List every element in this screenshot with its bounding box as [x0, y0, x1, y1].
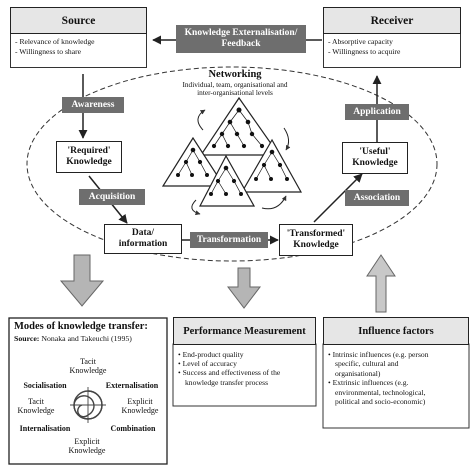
- source-item: - Willingness to share: [15, 46, 81, 56]
- source-item: - Relevance of knowledge: [15, 37, 95, 46]
- networking-subtitle: Individual, team, organisational and int…: [182, 80, 288, 98]
- seci-spiral-graphic: [70, 387, 106, 423]
- internalisation-label: Internalisation: [19, 424, 71, 433]
- networking-title: Networking: [208, 69, 262, 80]
- performance-item: • Level of accuracy: [178, 359, 237, 369]
- down-block-arrow-modes: [59, 254, 105, 307]
- modes-title: Modes of knowledge transfer:: [14, 321, 148, 332]
- influence-items: • Intrinsic influences (e.g. person spec…: [328, 350, 468, 406]
- influence-item-cont: political and socio-economic): [335, 397, 426, 407]
- performance-item: • End-product quality: [178, 350, 244, 359]
- performance-item-cont: knowledge transfer process: [185, 377, 269, 387]
- receiver-title: Receiver: [323, 7, 461, 34]
- modes-source: Source: Nonaka and Takeuchi (1995): [14, 334, 132, 343]
- acquisition-label: Acquisition: [79, 189, 145, 205]
- performance-item: • Success and effectiveness of the: [178, 368, 281, 378]
- up-block-arrow-influence: [366, 254, 396, 313]
- association-label: Association: [345, 190, 409, 206]
- influence-item-cont: specific, cultural and: [335, 359, 399, 369]
- down-block-arrow-performance: [226, 267, 262, 309]
- influence-item: • Extrinsic influences (e.g.: [328, 378, 409, 388]
- modes-box-frame: [8, 317, 168, 465]
- combination-label: Combination: [110, 424, 156, 433]
- externalisation-label: Externalisation: [105, 381, 159, 390]
- source-attributes: - Relevance of knowledge - Willingness t…: [10, 34, 147, 68]
- performance-title: Performance Measurement: [173, 317, 316, 345]
- required-knowledge-node: 'Required' Knowledge: [56, 141, 122, 173]
- influence-item-cont: organisational): [335, 368, 381, 378]
- influence-title: Influence factors: [323, 317, 469, 345]
- transformed-knowledge-node: 'Transformed' Knowledge: [279, 224, 353, 256]
- network-triangles-graphic: [161, 96, 303, 216]
- source-title: Source: [10, 7, 147, 34]
- receiver-item: - Willingness to acquire: [328, 46, 401, 56]
- influence-item: • Intrinsic influences (e.g. person: [328, 350, 429, 359]
- influence-item-cont: environmental, technological,: [335, 387, 426, 397]
- feedback-label: Knowledge Externalisation/ Feedback: [176, 25, 306, 53]
- performance-items: • End-product quality • Level of accurac…: [178, 350, 314, 387]
- association-arrow: [313, 173, 363, 223]
- network-boundary-ellipse: [26, 66, 438, 262]
- application-label: Application: [345, 104, 409, 120]
- useful-knowledge-node: 'Useful' Knowledge: [342, 142, 408, 174]
- awareness-label: Awareness: [62, 97, 124, 113]
- socialisation-label: Socialisation: [23, 381, 67, 390]
- receiver-item: - Absorptive capacity: [328, 37, 393, 46]
- receiver-attributes: - Absorptive capacity - Willingness to a…: [323, 34, 461, 68]
- data-information-node: Data/ information: [104, 224, 182, 254]
- transformation-label: Transformation: [190, 232, 268, 248]
